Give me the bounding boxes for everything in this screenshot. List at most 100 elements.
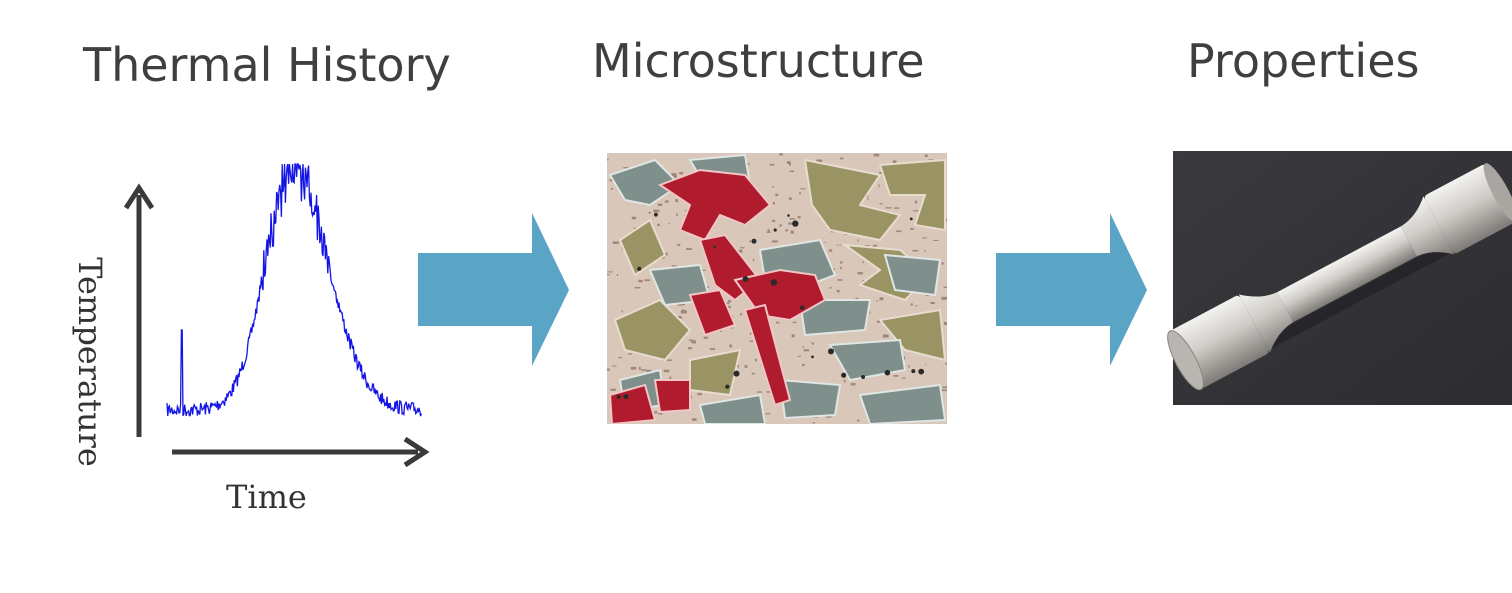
micro-texture-grain [785, 229, 789, 232]
micro-texture-grain [942, 386, 947, 389]
micro-texture-grain [658, 413, 663, 415]
micro-pore [770, 279, 777, 286]
micro-texture-grain [657, 203, 663, 206]
micro-texture-grain [788, 222, 794, 225]
micro-texture-grain [924, 250, 926, 252]
micro-texture-grain [879, 171, 883, 175]
micro-texture-grain [825, 416, 832, 418]
micro-texture-grain [930, 302, 935, 304]
micro-texture-grain [623, 167, 629, 169]
micro-texture-grain [776, 321, 780, 324]
micro-texture-grain [829, 287, 832, 289]
micro-pore [623, 394, 629, 400]
micro-texture-grain [607, 368, 610, 371]
micro-texture-grain [638, 279, 643, 283]
micro-texture-grain [802, 364, 805, 366]
microstructure-title: Microstructure [592, 34, 925, 88]
micro-texture-grain [702, 269, 706, 271]
micro-texture-grain [912, 249, 919, 252]
micro-texture-grain [641, 369, 647, 371]
micro-texture-grain [692, 418, 697, 421]
micro-texture-grain [728, 300, 732, 303]
micro-texture-grain [680, 310, 687, 314]
micro-texture-grain [915, 305, 918, 307]
microstructure-image [607, 153, 947, 424]
micro-texture-grain [925, 364, 926, 366]
micro-pore [828, 348, 834, 355]
micro-texture-grain [610, 187, 613, 190]
micro-texture-grain [610, 388, 616, 391]
micro-texture-grain [727, 305, 731, 309]
micro-texture-grain [648, 211, 651, 214]
micro-pore [733, 370, 740, 377]
micro-pore [654, 212, 658, 217]
micro-texture-grain [653, 209, 660, 213]
micro-texture-grain [668, 223, 670, 225]
micro-texture-grain [740, 313, 743, 316]
micro-texture-grain [744, 365, 748, 368]
micro-texture-grain [688, 347, 692, 350]
micro-texture-grain [657, 223, 660, 226]
micro-texture-grain [943, 322, 947, 325]
micro-texture-grain [676, 213, 678, 217]
x-axis-arrowhead [403, 436, 430, 468]
micro-texture-grain [946, 369, 947, 372]
micro-pore [800, 305, 805, 310]
micro-texture-grain [836, 289, 840, 293]
micro-texture-grain [943, 286, 947, 288]
micro-texture-grain [677, 304, 683, 306]
micro-texture-grain [840, 261, 843, 264]
flow-arrow-1 [418, 213, 569, 366]
micro-texture-grain [896, 230, 902, 233]
micro-texture-grain [691, 340, 696, 344]
micro-texture-grain [786, 161, 791, 164]
micro-texture-grain [857, 419, 860, 422]
micro-texture-grain [910, 303, 913, 306]
thermal-plot [123, 163, 430, 468]
micro-texture-grain [800, 188, 806, 190]
x-axis-label: Time [226, 478, 307, 516]
micro-texture-grain [873, 244, 878, 247]
micro-texture-grain [913, 210, 919, 212]
micro-texture-grain [771, 240, 778, 243]
micro-texture-grain [671, 173, 677, 177]
micro-texture-grain [697, 392, 702, 396]
micro-texture-grain [749, 240, 751, 243]
micro-texture-grain [709, 348, 716, 350]
micro-texture-grain [802, 346, 804, 348]
micro-texture-grain [878, 184, 880, 188]
micro-texture-grain [876, 300, 878, 302]
micro-texture-grain [908, 365, 910, 368]
micro-texture-grain [751, 372, 756, 375]
micro-texture-grain [630, 366, 637, 370]
micro-texture-grain [879, 203, 883, 205]
micro-texture-grain [789, 163, 791, 166]
micro-texture-grain [747, 163, 750, 165]
micro-pore [713, 245, 716, 249]
micro-texture-grain [839, 157, 844, 160]
micro-pore [861, 375, 866, 379]
micro-pore [792, 220, 799, 227]
micro-texture-grain [869, 311, 871, 314]
micro-texture-grain [824, 241, 826, 244]
micro-texture-grain [772, 186, 774, 188]
micro-texture-grain [631, 216, 637, 220]
micro-texture-grain [828, 249, 833, 252]
micro-texture-grain [765, 413, 771, 415]
micro-texture-grain [749, 340, 754, 342]
micro-pore [918, 368, 925, 375]
micro-texture-grain [686, 248, 692, 250]
micro-texture-grain [644, 279, 650, 282]
micro-pore [773, 228, 777, 232]
micro-texture-grain [664, 200, 669, 203]
micro-texture-grain [816, 159, 823, 163]
micro-texture-grain [892, 160, 897, 164]
micro-pore [909, 217, 913, 221]
micro-pore [911, 369, 916, 374]
temperature-trace [166, 163, 423, 417]
micro-texture-grain [837, 279, 843, 281]
micro-texture-grain [767, 391, 770, 393]
micro-texture-grain [941, 389, 947, 392]
micro-texture-grain [669, 376, 672, 380]
